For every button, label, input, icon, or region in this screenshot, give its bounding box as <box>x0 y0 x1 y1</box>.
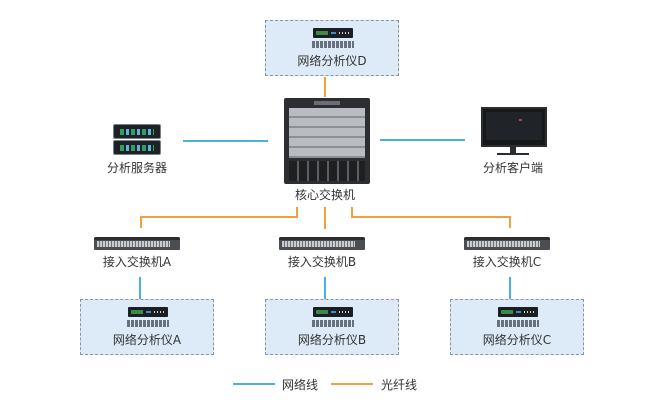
access-switch-b-icon[interactable] <box>279 237 365 250</box>
core-switch-label: 核心交换机 <box>294 188 355 202</box>
network-analyzer-icon <box>128 307 168 317</box>
access-switch-b-label: 接入交换机B <box>287 255 357 269</box>
edge-access-b-analyzer-b <box>324 277 326 299</box>
analyzer-panel-icon <box>312 41 354 48</box>
network-analyzer-icon <box>498 307 538 317</box>
edge-core-access-c <box>351 216 511 218</box>
analyzer-c-node[interactable]: 网络分析仪C <box>450 299 584 355</box>
edge-core-access-b <box>324 207 326 229</box>
analyzer-panel-icon <box>312 320 354 327</box>
monitor-base-icon <box>497 153 529 155</box>
legend-network-line-swatch <box>233 383 275 385</box>
analyzer-b-node[interactable]: 网络分析仪B <box>265 299 399 355</box>
edge-core-access-a <box>296 207 298 217</box>
analyzer-b-label: 网络分析仪B <box>297 333 367 347</box>
edge-server-core <box>183 140 268 142</box>
access-switch-a-label: 接入交换机A <box>102 255 172 269</box>
analyzer-c-label: 网络分析仪C <box>482 333 552 347</box>
analyzer-panel-icon <box>497 320 539 327</box>
edge-core-access-a <box>140 216 142 228</box>
analyzer-d-node[interactable]: 网络分析仪D <box>265 20 399 76</box>
core-switch-icon[interactable] <box>284 98 370 184</box>
legend-fiber-line-label: 光纤线 <box>381 378 418 392</box>
edge-core-client <box>380 139 465 141</box>
legend-fiber-line-swatch <box>331 383 373 385</box>
analyzer-d-label: 网络分析仪D <box>297 54 367 68</box>
edge-analyzer-d-core <box>324 77 326 97</box>
legend-network-line-label: 网络线 <box>282 378 319 392</box>
access-switch-c-icon[interactable] <box>464 237 550 250</box>
edge-core-access-a <box>140 216 298 218</box>
edge-core-access-c <box>351 207 353 217</box>
analyzer-a-node[interactable]: 网络分析仪A <box>80 299 214 355</box>
edge-access-c-analyzer-c <box>509 277 511 299</box>
analysis-client-label: 分析客户端 <box>482 161 543 175</box>
monitor-icon[interactable] <box>481 107 547 147</box>
analyzer-a-label: 网络分析仪A <box>112 333 182 347</box>
monitor-stand-icon <box>510 147 516 153</box>
analysis-server-label: 分析服务器 <box>106 161 167 175</box>
network-analyzer-icon <box>313 28 353 38</box>
access-switch-c-label: 接入交换机C <box>472 255 542 269</box>
edge-access-a-analyzer-a <box>139 277 141 299</box>
edge-core-access-c <box>509 216 511 228</box>
access-switch-a-icon[interactable] <box>94 237 180 250</box>
server-icon[interactable] <box>113 124 161 156</box>
network-analyzer-icon <box>313 307 353 317</box>
analyzer-panel-icon <box>127 320 169 327</box>
